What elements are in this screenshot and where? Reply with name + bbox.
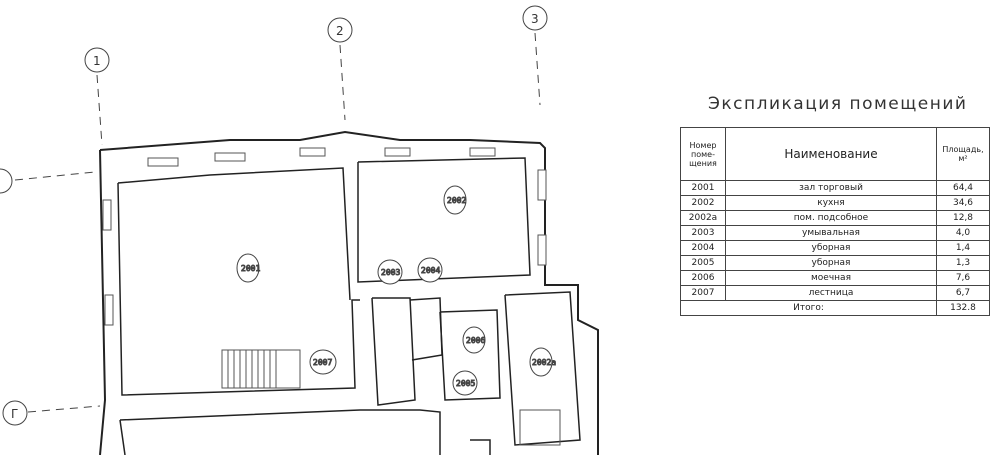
room-tag: 2002a xyxy=(532,358,556,367)
axis-markers: 1 2 3 Г xyxy=(0,5,548,426)
cell-name: лестница xyxy=(725,285,937,301)
header-name: Наименование xyxy=(725,127,937,181)
cell-name: пом. подсобное xyxy=(725,210,937,226)
total-label: Итого: xyxy=(680,300,937,316)
room-tag: 2006 xyxy=(466,336,485,345)
explication-title: Экспликация помещений xyxy=(708,94,968,114)
cell-number: 2003 xyxy=(680,225,726,241)
axis-lines xyxy=(14,32,541,413)
axis-label: Г xyxy=(11,407,18,421)
cell-number: 2002 xyxy=(680,195,726,211)
axis-label: 2 xyxy=(336,24,344,38)
walls xyxy=(99,130,599,455)
stair xyxy=(221,349,561,446)
cell-number: 2006 xyxy=(680,270,726,286)
cell-area: 4,0 xyxy=(936,225,990,241)
table-header: Номер поме-щения Наименование Площадь, м… xyxy=(680,127,990,181)
cell-name: умывальная xyxy=(725,225,937,241)
cell-area: 12,8 xyxy=(936,210,990,226)
room-tag: 2007 xyxy=(313,358,332,367)
cell-number: 2005 xyxy=(680,255,726,271)
room-tag: 2004 xyxy=(421,266,440,275)
cell-name: уборная xyxy=(725,255,937,271)
cell-name: моечная xyxy=(725,270,937,286)
cell-name: уборная xyxy=(725,240,937,256)
axis-label: 1 xyxy=(93,54,101,68)
room-tag: 2002 xyxy=(447,196,466,205)
cell-area: 1,3 xyxy=(936,255,990,271)
cell-area: 64,4 xyxy=(936,180,990,196)
room-tags: 2001 2002 2002a 2003 2004 2005 2006 2007 xyxy=(236,185,557,396)
axis-label: 3 xyxy=(531,12,539,26)
cell-area: 7,6 xyxy=(936,270,990,286)
cell-area: 1,4 xyxy=(936,240,990,256)
total-value: 132.8 xyxy=(936,300,990,316)
cell-number: 2007 xyxy=(680,285,726,301)
windows xyxy=(102,147,547,326)
cell-number: 2002а xyxy=(680,210,726,226)
table-total-row: Итого: 132.8 xyxy=(680,300,990,316)
cell-area: 34,6 xyxy=(936,195,990,211)
room-tag: 2003 xyxy=(381,268,400,277)
explication-table: Номер поме-щения Наименование Площадь, м… xyxy=(680,127,990,316)
cell-number: 2004 xyxy=(680,240,726,256)
cell-area: 6,7 xyxy=(936,285,990,301)
header-area: Площадь, м² xyxy=(936,127,990,181)
room-tag: 2001 xyxy=(241,264,260,273)
cell-name: кухня xyxy=(725,195,937,211)
room-tag: 2005 xyxy=(456,379,475,388)
header-number: Номер поме-щения xyxy=(680,127,726,181)
cell-name: зал торговый xyxy=(725,180,937,196)
cell-number: 2001 xyxy=(680,180,726,196)
